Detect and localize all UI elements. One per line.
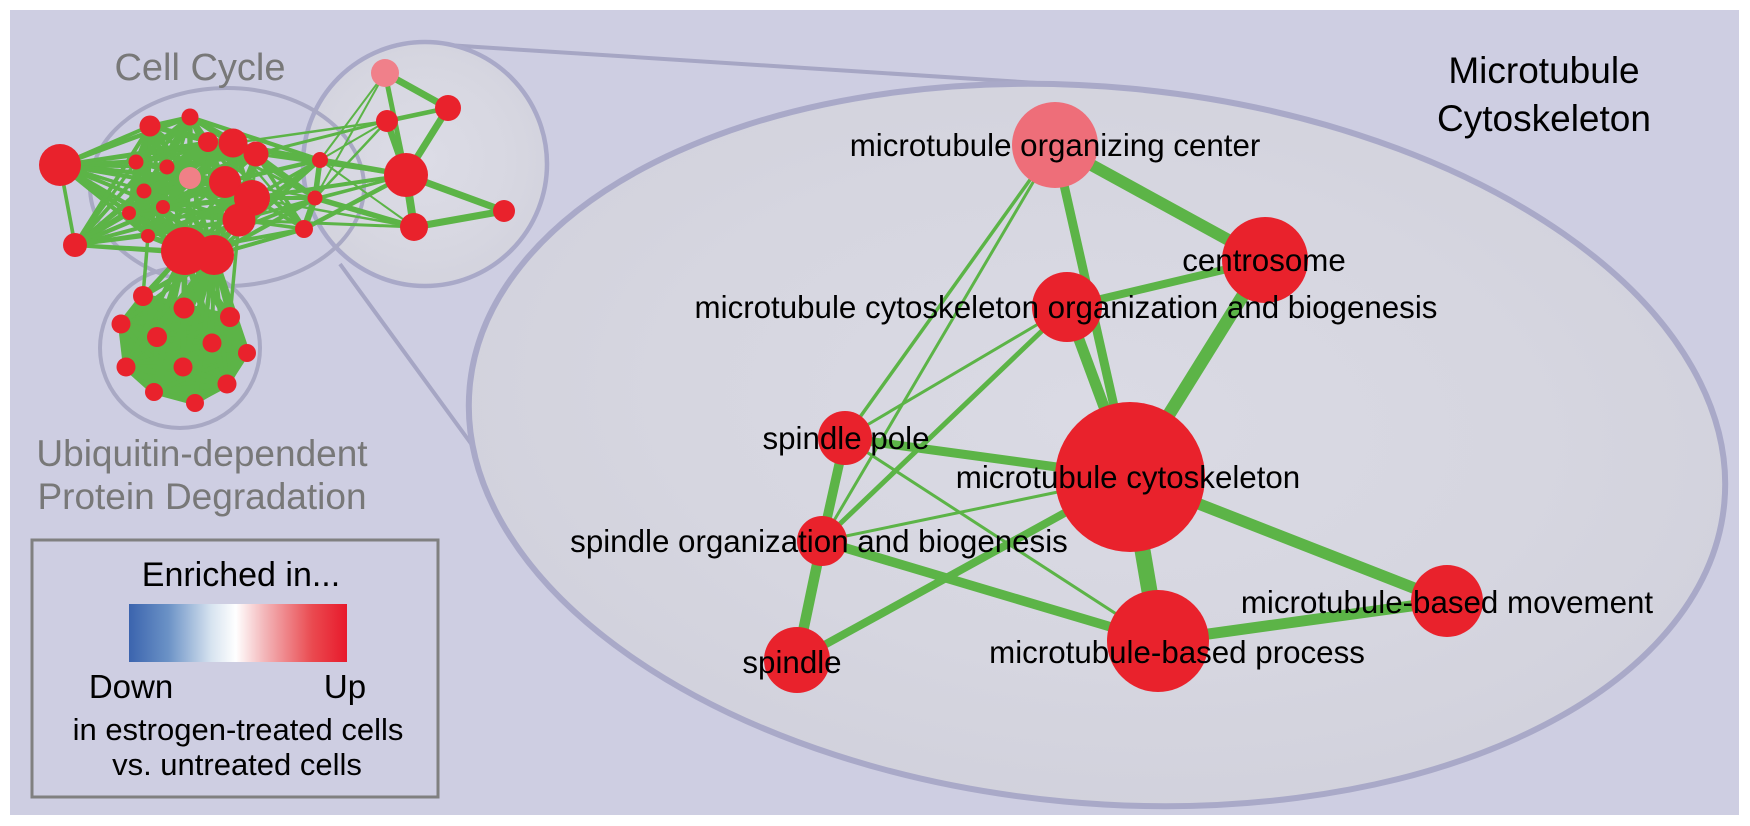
svg-text:Protein Degradation: Protein Degradation xyxy=(37,476,366,517)
svg-text:vs. untreated cells: vs. untreated cells xyxy=(112,747,362,782)
svg-text:spindle organization and bioge: spindle organization and biogenesis xyxy=(570,524,1068,559)
svg-text:Microtubule: Microtubule xyxy=(1448,50,1639,91)
svg-text:Cytoskeleton: Cytoskeleton xyxy=(1437,98,1651,139)
svg-text:microtubule-based movement: microtubule-based movement xyxy=(1241,585,1654,620)
svg-text:microtubule-based process: microtubule-based process xyxy=(989,635,1365,670)
svg-text:microtubule organizing center: microtubule organizing center xyxy=(850,128,1261,163)
svg-text:Up: Up xyxy=(324,668,366,705)
svg-text:spindle pole: spindle pole xyxy=(762,421,929,456)
svg-text:Down: Down xyxy=(89,668,173,705)
svg-text:Ubiquitin-dependent: Ubiquitin-dependent xyxy=(36,433,368,474)
svg-text:microtubule cytoskeleton: microtubule cytoskeleton xyxy=(956,460,1300,495)
svg-text:Enriched in...: Enriched in... xyxy=(142,556,340,594)
svg-text:microtubule cytoskeleton organ: microtubule cytoskeleton organization an… xyxy=(695,290,1438,325)
svg-text:in estrogen-treated cells: in estrogen-treated cells xyxy=(73,712,404,747)
svg-text:spindle: spindle xyxy=(742,645,841,680)
svg-text:Cell Cycle: Cell Cycle xyxy=(114,47,285,89)
svg-text:centrosome: centrosome xyxy=(1182,243,1346,278)
